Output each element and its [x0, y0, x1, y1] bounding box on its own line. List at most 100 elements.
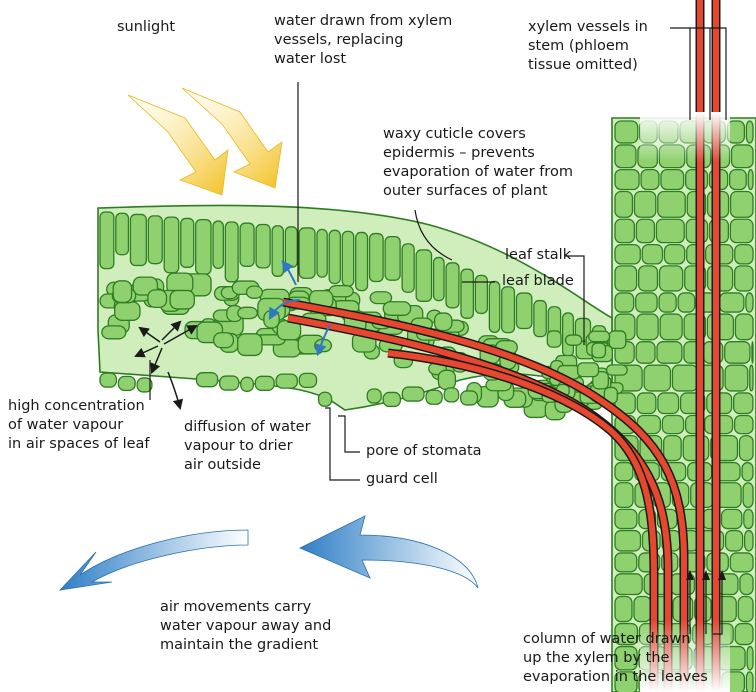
- plant-cell: [634, 597, 651, 622]
- plant-cell: [752, 342, 753, 364]
- plant-cell: [636, 342, 655, 364]
- plant-cell: [438, 370, 455, 389]
- plant-cell: [342, 231, 353, 286]
- plant-cell: [255, 376, 274, 390]
- plant-cell: [385, 237, 400, 281]
- plant-cell: [672, 365, 697, 391]
- plant-cell: [607, 365, 627, 375]
- plant-cell: [102, 326, 126, 339]
- plant-cell: [735, 624, 753, 645]
- plant-cell: [213, 221, 223, 268]
- plant-cell: [534, 301, 546, 337]
- plant-cell: [547, 331, 561, 347]
- plant-cell: [642, 245, 662, 264]
- plant-cell: [434, 257, 445, 300]
- plant-cell: [731, 192, 753, 218]
- plant-cell: [383, 302, 410, 316]
- plant-cell: [356, 232, 368, 290]
- plant-cell: [118, 376, 135, 390]
- plant-cell: [722, 509, 742, 528]
- plant-cell: [240, 223, 254, 266]
- label-high-concentration: high concentration of water vapour in ai…: [8, 397, 150, 454]
- plant-cell: [516, 293, 531, 328]
- plant-cell: [615, 574, 642, 595]
- plant-cell: [402, 244, 414, 292]
- plant-cell: [659, 266, 682, 291]
- plant-cell: [238, 307, 257, 318]
- plant-cell: [615, 121, 638, 143]
- plant-cell: [225, 222, 238, 282]
- plant-cell: [615, 266, 637, 291]
- plant-cell: [636, 293, 657, 312]
- label-pore-of-stomata: pore of stomata: [366, 442, 482, 461]
- sunlight-arrows: [128, 88, 282, 195]
- plant-cell: [746, 293, 753, 312]
- plant-cell: [578, 363, 599, 377]
- plant-cell: [566, 335, 582, 345]
- plant-cell: [426, 390, 442, 404]
- label-xylem-vessels-in-stem: xylem vessels in stem (phloem tissue omi…: [528, 18, 648, 75]
- plant-cell: [730, 553, 753, 572]
- label-air-movements: air movements carry water vapour away an…: [160, 598, 331, 655]
- plant-cell: [735, 416, 753, 434]
- plant-cell: [317, 229, 327, 277]
- plant-cell: [726, 531, 743, 551]
- plant-cell: [241, 377, 254, 391]
- label-column-of-water: column of water drawn up the xylem by th…: [523, 630, 708, 687]
- plant-cell: [435, 313, 452, 330]
- plant-cell: [660, 314, 682, 340]
- plant-cell: [164, 217, 179, 273]
- plant-cell: [276, 374, 297, 388]
- plant-cell: [272, 226, 283, 277]
- plant-cell: [644, 365, 670, 391]
- plant-cell: [656, 219, 684, 242]
- plant-cell: [402, 387, 424, 401]
- plant-cell: [256, 224, 270, 267]
- plant-cell: [285, 227, 297, 267]
- plant-cell: [738, 597, 753, 622]
- plant-cell: [658, 393, 679, 414]
- plant-cell: [739, 436, 753, 461]
- plant-cell: [720, 293, 744, 312]
- label-water-drawn-from-xylem: water drawn from xylem vessels, replacin…: [274, 12, 452, 69]
- plant-cell: [750, 365, 753, 391]
- plant-cell: [659, 293, 676, 312]
- plant-cell: [678, 293, 695, 312]
- plant-cell: [592, 343, 605, 358]
- plant-cell: [634, 192, 655, 218]
- plant-cell: [589, 331, 610, 341]
- plant-cell: [742, 463, 753, 481]
- label-sunlight: sunlight: [117, 18, 175, 37]
- plant-cell: [735, 245, 753, 264]
- plant-cell: [383, 392, 400, 406]
- plant-cell: [615, 245, 640, 264]
- label-leaf-blade: leaf blade: [502, 272, 574, 291]
- plant-cell: [116, 213, 129, 255]
- plant-cell: [636, 219, 654, 242]
- plant-cell: [170, 290, 194, 309]
- plant-cell: [130, 214, 146, 265]
- plant-cell: [214, 333, 234, 348]
- label-leaf-stalk: leaf stalk: [505, 246, 571, 265]
- plant-cell: [662, 416, 683, 434]
- plant-cell: [615, 219, 634, 242]
- plant-cell: [461, 391, 478, 405]
- plant-cell: [100, 212, 114, 269]
- plant-cell: [637, 393, 656, 414]
- plant-cell: [196, 373, 217, 387]
- plant-cell: [748, 170, 753, 190]
- plant-cell: [238, 334, 262, 356]
- plant-cell: [661, 170, 684, 190]
- plant-cell: [444, 388, 458, 402]
- plant-cell: [725, 365, 748, 391]
- plant-cell: [730, 219, 753, 242]
- plant-cell: [329, 230, 340, 283]
- plant-cell: [489, 281, 499, 332]
- plant-cell: [615, 597, 632, 622]
- plant-cell: [639, 266, 658, 291]
- plant-cell: [319, 392, 332, 406]
- plant-cell: [100, 373, 116, 387]
- plant-cell: [615, 553, 637, 572]
- plant-cell: [735, 314, 753, 340]
